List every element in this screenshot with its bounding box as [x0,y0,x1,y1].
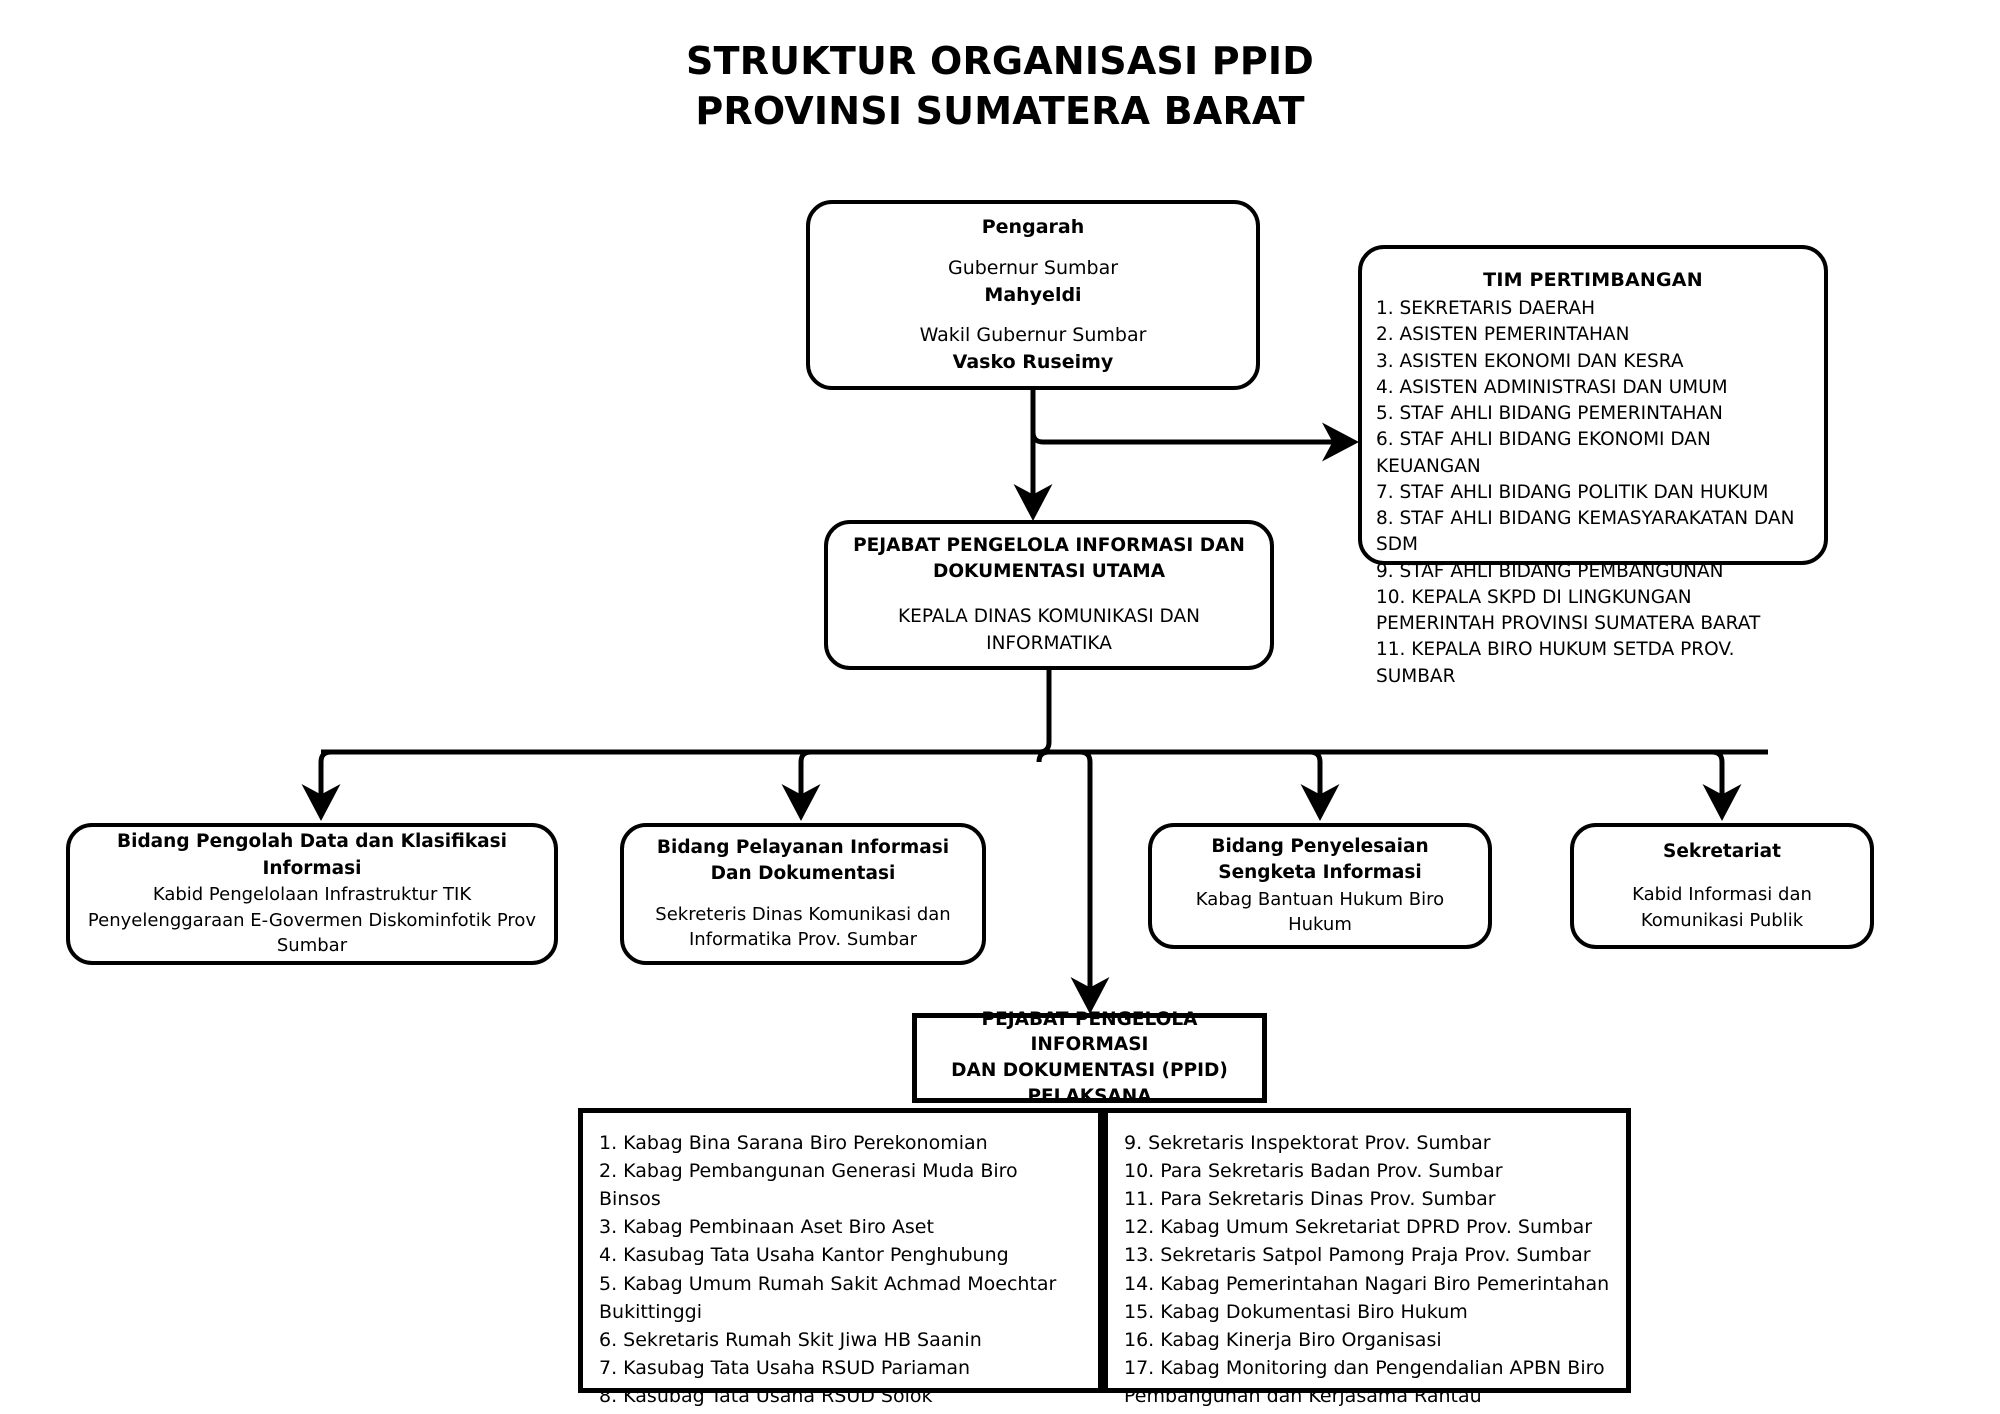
pengarah-role-2: Wakil Gubernur Sumbar [919,324,1147,347]
ppid-pelaksana-line-3: PELAKSANA [1027,1085,1152,1107]
pengarah-name-2: Vasko Ruseimy [952,351,1114,374]
list-item: 5. Kabag Umum Rumah Sakit Achmad Moechta… [599,1272,1057,1323]
pengarah-role-1: Gubernur Sumbar [947,256,1119,279]
connector-bus-to-bidang-2 [1300,749,1340,822]
list-item: 2. ASISTEN PEMERINTAHAN [1376,324,1630,346]
list-item: 2. Kabag Pembangunan Generasi Muda Biro … [599,1160,1018,1211]
node-bidang-penyelesaian-sengketa[interactable]: Bidang Penyelesaian Sengketa Informasi K… [1148,823,1492,949]
page-title: STRUKTUR ORGANISASI PPID PROVINSI SUMATE… [0,36,2000,136]
bidang-subtitle: Sekreteris Dinas Komunikasi dan Informat… [655,903,951,951]
list-item: 3. Kabag Pembinaan Aset Biro Aset [599,1216,934,1239]
list-item: 3. ASISTEN EKONOMI DAN KESRA [1376,350,1684,372]
ppid-utama-subtitle: KEPALA DINAS KOMUNIKASI DAN INFORMATIKA [898,605,1200,654]
tim-pertimbangan-list: 1. SEKRETARIS DAERAH 2. ASISTEN PEMERINTA… [1376,296,1810,690]
list-item: 8. Kasubag Tata Usaha RSUD Solok [599,1384,933,1407]
list-item: 15. Kabag Dokumentasi Biro Hukum [1124,1300,1468,1323]
bidang-subtitle: Kabid Informasi dan Komunikasi Publik [1632,884,1812,931]
list-item: 4. Kasubag Tata Usaha Kantor Penghubung [599,1244,1009,1267]
list-item: 8. STAF AHLI BIDANG KEMASYARAKATAN DAN S… [1376,508,1795,556]
node-ppid-pelaksana[interactable]: PEJABAT PENGELOLA INFORMASI DAN DOKUMENT… [912,1009,1267,1107]
ppid-pelaksana-line-1: PEJABAT PENGELOLA INFORMASI [981,1008,1198,1056]
list-left-items: 1. Kabag Bina Sarana Biro Perekonomian 2.… [599,1129,1084,1410]
list-item: 9. Sekretaris Inspektorat Prov. Sumbar [1124,1132,1491,1154]
connector-bus-to-bidang-3 [1702,749,1742,822]
list-item: 16. Kabag Kinerja Biro Organisasi [1124,1328,1442,1351]
bidang-subtitle: Kabag Bantuan Hukum Biro Hukum [1195,888,1445,936]
bidang-heading: Sekretariat [1663,840,1781,862]
list-item: 10. Para Sekretaris Badan Prov. Sumbar [1124,1160,1503,1183]
list-item: 6. Sekretaris Rumah Skit Jiwa HB Saanin [599,1328,982,1351]
list-item: 11. KEPALA BIRO HUKUM SETDA PROV. SUMBAR [1376,639,1735,687]
list-item: 17. Kabag Monitoring dan Pengendalian AP… [1124,1356,1605,1407]
pengarah-name-1: Mahyeldi [984,283,1082,306]
ppid-utama-heading-line-2: DOKUMENTASI UTAMA [932,561,1166,583]
connector-ppid-trunk-stub [1036,670,1052,763]
node-tim-pertimbangan[interactable]: TIM PERTIMBANGAN 1. SEKRETARIS DAERAH 2. … [1358,245,1828,687]
list-item: 13. Sekretaris Satpol Pamong Praja Prov.… [1124,1244,1591,1267]
connector-bus-center-corner [1079,749,1093,763]
title-line-1: STRUKTUR ORGANISASI PPID [686,39,1314,83]
list-item: 14. Kabag Pemerintahan Nagari Biro Pemer… [1124,1272,1610,1295]
tim-pertimbangan-heading: TIM PERTIMBANGAN [1483,269,1703,291]
ppid-pelaksana-list-left[interactable]: 1. Kabag Bina Sarana Biro Perekonomian 2.… [578,1108,1103,1407]
ppid-pelaksana-line-2: DAN DOKUMENTASI (PPID) [951,1060,1228,1081]
ppid-pelaksana-list-right[interactable]: 9. Sekretaris Inspektorat Prov. Sumbar 10… [1103,1108,1631,1407]
ppid-utama-heading-line-1: PEJABAT PENGELOLA INFORMASI DAN [853,534,1245,556]
connector-bus-to-bidang-1 [781,749,821,822]
list-item: 12. Kabag Umum Sekretariat DPRD Prov. Su… [1124,1216,1593,1239]
list-item: 1. Kabag Bina Sarana Biro Perekonomian [599,1132,988,1154]
list-item: 7. Kasubag Tata Usaha RSUD Pariaman [599,1356,971,1379]
connector-pengarah-to-tim [1030,390,1360,462]
node-bidang-pelayanan-informasi[interactable]: Bidang Pelayanan Informasi Dan Dokumenta… [620,823,986,965]
list-item: 10. KEPALA SKPD DI LINGKUNGAN PEMERINTAH… [1376,586,1761,635]
node-pengarah[interactable]: Pengarah Gubernur Sumbar Mahyeldi Wakil … [806,200,1260,390]
node-sekretariat[interactable]: Sekretariat Kabid Informasi dan Komunika… [1570,823,1874,949]
bidang-heading: Bidang Pelayanan Informasi Dan Dokumenta… [656,837,950,885]
list-right-items: 9. Sekretaris Inspektorat Prov. Sumbar 10… [1124,1129,1612,1410]
node-bidang-pengolah-data[interactable]: Bidang Pengolah Data dan Klasifikasi Inf… [66,823,558,965]
bidang-heading: Bidang Pengolah Data dan Klasifikasi Inf… [117,831,507,879]
title-line-2: PROVINSI SUMATERA BARAT [695,89,1305,134]
bidang-heading: Bidang Penyelesaian Sengketa Informasi [1211,836,1429,884]
bidang-subtitle: Kabid Pengelolaan Infrastruktur TIK Peny… [87,883,537,957]
list-item: 4. ASISTEN ADMINISTRASI DAN UMUM [1376,376,1728,398]
connector-bus-to-bidang-0 [301,749,341,822]
pengarah-heading: Pengarah [981,216,1085,238]
node-ppid-utama[interactable]: PEJABAT PENGELOLA INFORMASI DAN DOKUMENT… [824,520,1274,670]
list-item: 1. SEKRETARIS DAERAH [1376,297,1596,319]
list-item: 5. STAF AHLI BIDANG PEMERINTAHAN [1376,403,1723,425]
list-item: 6. STAF AHLI BIDANG EKONOMI DAN KEUANGAN [1376,429,1711,477]
list-item: 11. Para Sekretaris Dinas Prov. Sumbar [1124,1188,1496,1211]
list-item: 7. STAF AHLI BIDANG POLITIK DAN HUKUM [1376,481,1769,503]
list-item: 9. STAF AHLI BIDANG PEMBANGUNAN [1376,560,1724,582]
